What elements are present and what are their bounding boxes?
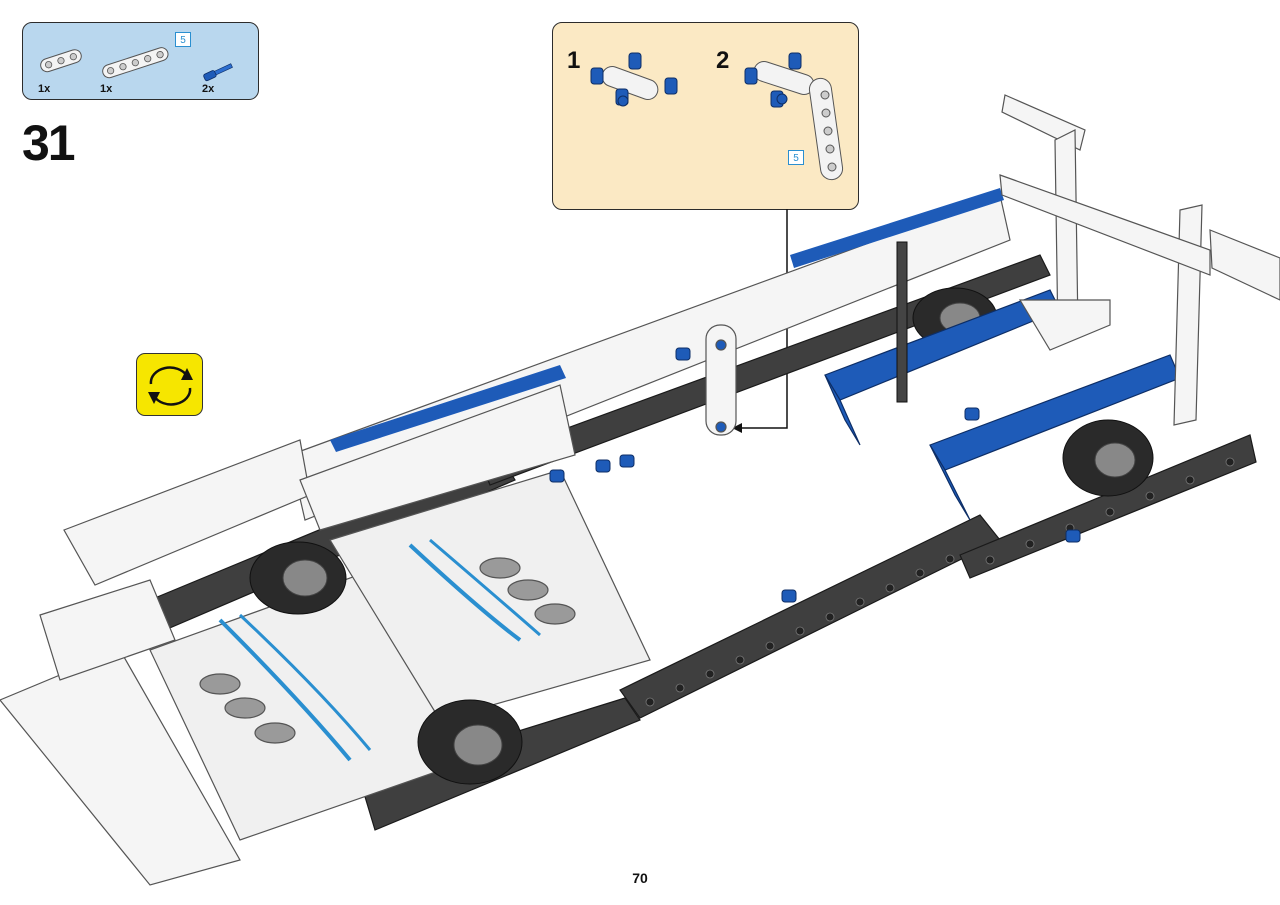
- floor-panel-front: [329, 469, 651, 721]
- substep-1-number: 1: [567, 47, 581, 74]
- substep-2-number: 2: [716, 47, 730, 74]
- substep-1-assembly: [590, 52, 678, 107]
- beam-holes: [645, 457, 1235, 707]
- cargo-blue-trim: [330, 188, 1004, 452]
- length-badge: 5: [175, 32, 191, 47]
- parts-list-box: 1x 1x 2x 5: [22, 22, 259, 100]
- blue-pins: [549, 347, 1081, 603]
- steering-column: [896, 241, 908, 403]
- substep-2-length-badge: 5: [788, 150, 804, 165]
- rotate-model-icon: [136, 353, 203, 416]
- wheel-rear-right: [417, 699, 523, 785]
- substep-illustrations: [590, 52, 844, 181]
- blue-axle-pin-part: [203, 63, 233, 82]
- placement-beam: [705, 324, 737, 436]
- cargo-body: [63, 194, 1011, 586]
- steering-frame-blue: [824, 289, 1181, 521]
- front-upright-beams: [999, 94, 1280, 426]
- wheel-rear-left: [249, 541, 347, 615]
- qty-beam-3: 1x: [38, 83, 51, 95]
- substep-2-assembly: [744, 52, 844, 181]
- page-number: 70: [632, 870, 648, 886]
- beam-5-part: [102, 47, 169, 79]
- step-number: 31: [22, 115, 76, 171]
- qty-axle-pin: 2x: [202, 83, 215, 95]
- parts-illustration: [40, 47, 233, 82]
- rear-end-beams: [0, 579, 241, 886]
- beam-3-part: [40, 49, 82, 73]
- callout-pointer-arrow: [732, 423, 742, 433]
- qty-beam-5: 1x: [100, 83, 113, 95]
- wheel-front-right: [1062, 419, 1154, 497]
- subassembly-callout: 1 2 5: [552, 22, 859, 210]
